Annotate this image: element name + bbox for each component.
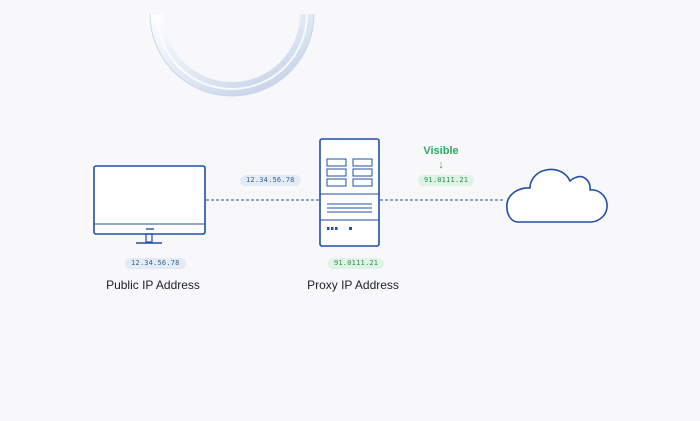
- visible-ip-pill: 91.0111.21: [418, 175, 475, 186]
- public-ip-pill: 12.34.56.78: [125, 258, 186, 269]
- decorative-ring-icon: [149, 13, 315, 97]
- monitor-icon: [93, 165, 206, 244]
- visible-label: Visible: [423, 145, 459, 157]
- cloud-icon: [506, 168, 608, 223]
- proxy-ip-label: Proxy IP Address: [307, 278, 399, 292]
- arrow-down-icon: ↓: [438, 159, 444, 171]
- proxy-ip-pill: 91.0111.21: [328, 258, 385, 269]
- public-ip-label: Public IP Address: [106, 278, 200, 292]
- server-icon: [319, 138, 380, 247]
- connection-ip-pill: 12.34.56.78: [240, 175, 301, 186]
